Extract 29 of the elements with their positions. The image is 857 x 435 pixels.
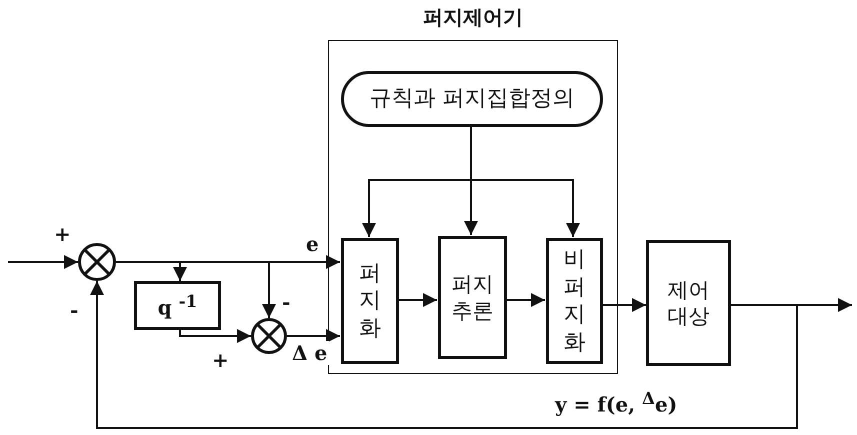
block-label: 퍼지화 [359,260,381,342]
arrow [506,293,545,307]
arrow [116,261,276,318]
controller-heading: 퍼지제어기 [422,5,524,30]
formula-label: y = f(e, $^{Δ}$e) [555,388,678,417]
sign-label: + [54,222,71,246]
delay-block [134,281,221,330]
summing-junction [78,243,116,281]
summing-junction [251,318,287,354]
arrow [287,329,340,343]
edge-label: Δ e [290,341,330,365]
inference-block [438,236,507,359]
plant-block [646,240,731,366]
block-label: q $^{-1}$ [158,290,198,320]
block-label: 퍼지 추론 [450,271,494,324]
sign-label: - [282,290,290,314]
arrow [8,255,78,269]
block-label: 규칙과 퍼지집합정의 [370,85,574,113]
arrow [90,281,798,429]
sign-label: - [70,298,78,322]
arrow [398,293,437,307]
arrow [179,329,251,343]
block-label: 비퍼지화 [564,246,586,356]
arrow [602,298,646,312]
fuzzification-block [341,238,399,364]
sign-label: + [212,348,229,372]
defuzzification-block [546,238,603,364]
block-label: 제어 대상 [666,276,710,330]
arrow [470,126,580,237]
